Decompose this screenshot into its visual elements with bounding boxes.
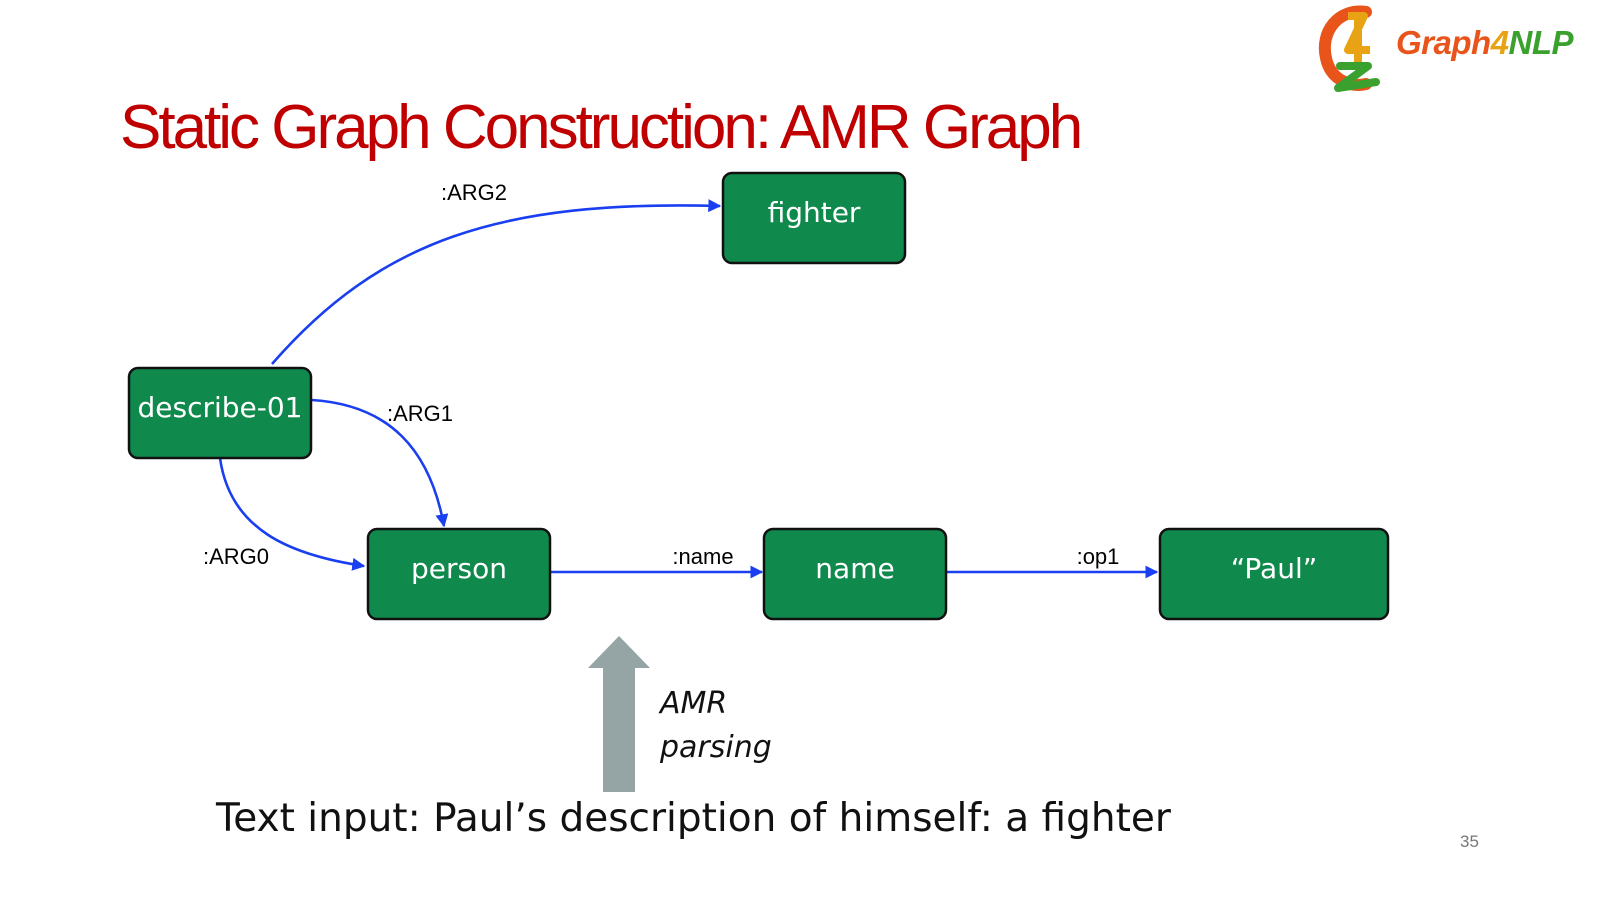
up-arrow-icon [588, 636, 650, 792]
graph4nlp-logo: Graph4NLP [1318, 2, 1600, 98]
node-name: name [762, 527, 948, 621]
edge-label-name: :name [672, 544, 733, 569]
node-describe-01-label: describe-01 [137, 391, 302, 424]
edge-arg0 [218, 457, 366, 571]
node-fighter-label: fighter [768, 196, 861, 229]
logo-text-nlp: NLP [1508, 24, 1574, 61]
logo-text-4: 4 [1490, 24, 1509, 61]
node-name-label: name [815, 552, 894, 585]
edge-label-arg0: :ARG0 [203, 544, 269, 569]
amr-parsing-line1: AMR [660, 686, 728, 721]
edge-arg2 [271, 199, 722, 365]
edge-arg1 [311, 398, 449, 528]
slide-title: Static Graph Construction: AMR Graph [120, 93, 1083, 162]
logo-mark-icon [1318, 5, 1380, 92]
node-person: person [366, 527, 552, 621]
amr-parsing-line2: parsing [660, 730, 772, 765]
edge-label-arg1: :ARG1 [387, 401, 453, 426]
page-number: 35 [1460, 832, 1479, 851]
node-person-label: person [411, 552, 507, 585]
node-paul-label: “Paul” [1231, 552, 1317, 585]
node-fighter: fighter [721, 171, 907, 265]
text-input-sentence: Text input: Paul’s description of himsel… [216, 796, 1171, 841]
logo-text-graph: Graph [1396, 24, 1491, 61]
node-paul: “Paul” [1158, 527, 1390, 621]
edge-label-op1: :op1 [1077, 544, 1120, 569]
node-describe-01: describe-01 [127, 366, 313, 460]
edge-label-arg2: :ARG2 [441, 180, 507, 205]
amr-parsing-label: AMR parsing [660, 682, 772, 770]
logo-text: Graph4NLP [1396, 24, 1574, 62]
